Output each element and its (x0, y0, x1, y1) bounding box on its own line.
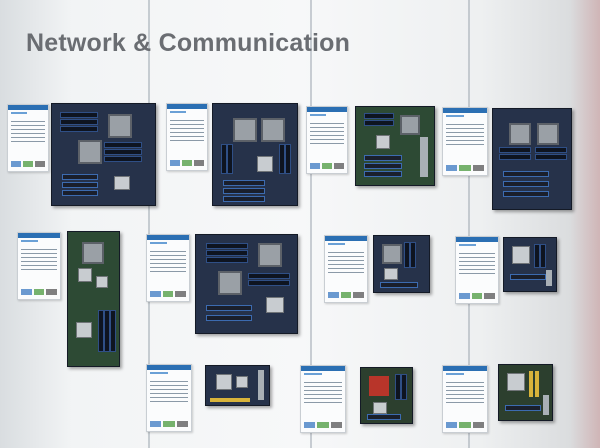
display-title: Network & Communication (26, 29, 351, 57)
motherboard (373, 235, 430, 293)
spec-card (324, 235, 368, 303)
spec-card (442, 107, 488, 176)
motherboard (492, 108, 572, 210)
glass-seam (148, 0, 150, 448)
spec-card (166, 103, 208, 171)
motherboard (503, 237, 557, 292)
spec-card (146, 234, 190, 302)
motherboard (355, 106, 435, 186)
spec-card (300, 365, 346, 433)
glass-seam (310, 0, 312, 448)
spec-card (442, 365, 488, 433)
spec-card (17, 232, 61, 300)
motherboard (212, 103, 298, 206)
glass-seam (468, 0, 470, 448)
spec-card (306, 106, 348, 174)
motherboard (195, 234, 298, 334)
spec-card (455, 236, 499, 304)
motherboard (498, 364, 553, 421)
network-card (205, 365, 270, 406)
motherboard (51, 103, 156, 206)
spec-card (7, 104, 49, 172)
motherboard (360, 367, 413, 424)
spec-card (146, 364, 192, 432)
background-glow (570, 0, 600, 448)
motherboard (67, 231, 120, 367)
